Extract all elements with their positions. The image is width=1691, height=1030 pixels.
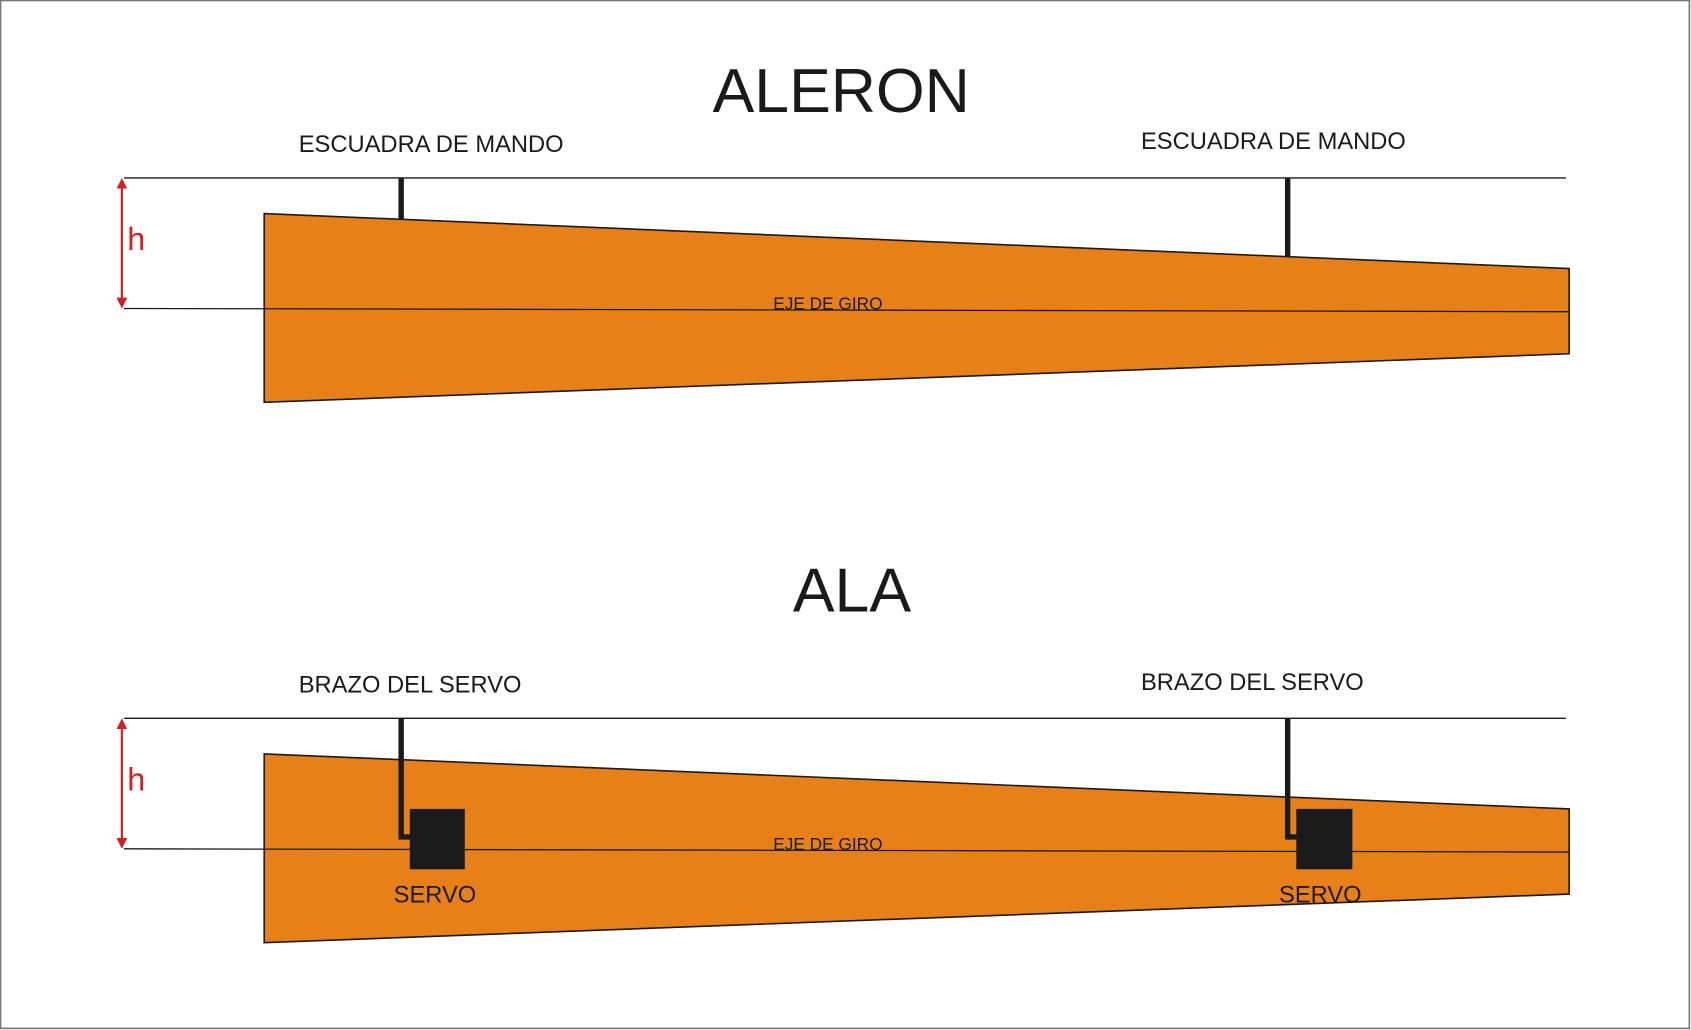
control-horn-right [1284, 177, 1291, 257]
control-horn-label-left: ESCUADRA DE MANDO [299, 132, 564, 158]
servo-arm-right [1284, 718, 1299, 840]
aileron-title: ALERON [713, 56, 970, 126]
wing-section: ALA BRAZO DEL SERVO BRAZO DEL SERVO EJE … [116, 556, 1570, 944]
hinge-axis-label: EJE DE GIRO [773, 294, 882, 314]
servo-left [409, 808, 465, 870]
control-horn-left [398, 177, 404, 219]
aileron-section: ALERON ESCUADRA DE MANDO ESCUADRA DE MAN… [116, 56, 1570, 404]
servo-label-left: SERVO [394, 883, 477, 909]
servo-right [1296, 808, 1353, 870]
hinge-axis-label: EJE DE GIRO [773, 834, 882, 854]
servo-arm-label-right: BRAZO DEL SERVO [1141, 670, 1364, 696]
hinge-axis-line [124, 307, 1570, 313]
wing-surface [263, 753, 1570, 944]
servo-label-right: SERVO [1279, 883, 1362, 909]
wing-title: ALA [793, 556, 911, 626]
control-horn-label-right: ESCUADRA DE MANDO [1141, 129, 1406, 155]
dimension-label-h: h [127, 221, 145, 257]
aileron-surface [263, 212, 1570, 404]
dimension-label-h: h [127, 762, 145, 798]
servo-arm-label-left: BRAZO DEL SERVO [299, 672, 522, 698]
servo-arm-left [398, 718, 412, 840]
